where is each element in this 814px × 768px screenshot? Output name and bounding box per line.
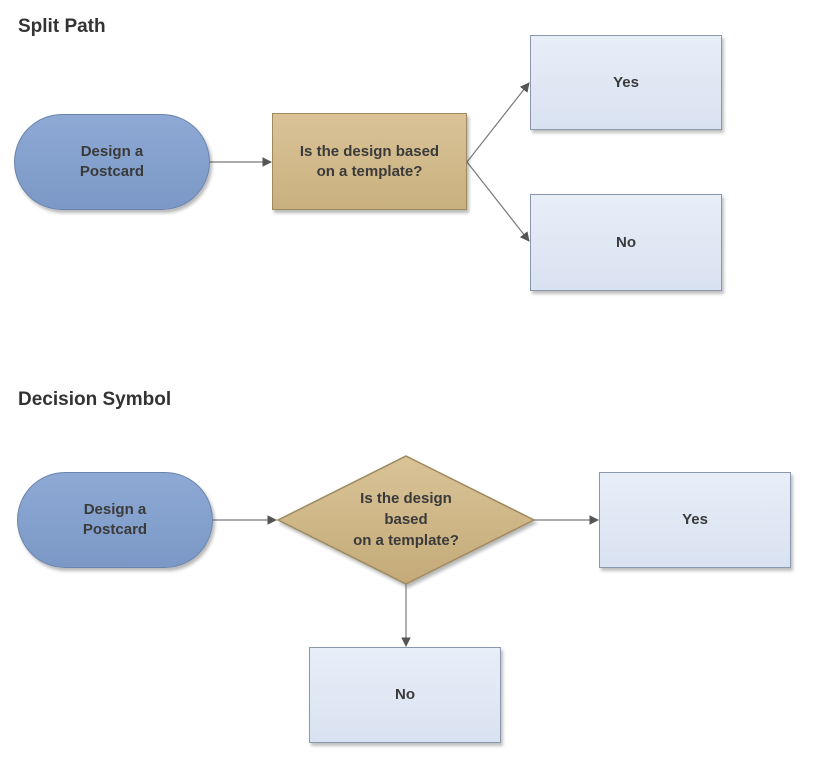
decision-symbol-title: Decision Symbol bbox=[18, 389, 172, 410]
decision-question-label: Is the design based on a template? bbox=[353, 490, 459, 549]
decision-start-label: Design a Postcard bbox=[82, 501, 148, 538]
split-question-label: Is the design based on a template? bbox=[299, 142, 440, 180]
split-no-node: No bbox=[530, 194, 722, 291]
split-no-label: No bbox=[616, 233, 636, 251]
decision-no-node: No bbox=[309, 647, 501, 743]
split-start-label: Design a Postcard bbox=[79, 143, 145, 180]
decision-no-label: No bbox=[395, 686, 415, 703]
split-yes-label: Yes bbox=[613, 73, 639, 91]
connector-question-to-no bbox=[466, 161, 530, 242]
split-question-node: Is the design based on a template? bbox=[272, 113, 467, 210]
split-start-node: Design a Postcard bbox=[14, 114, 210, 210]
decision-start-node: Design a Postcard bbox=[17, 472, 213, 568]
decision-yes-node: Yes bbox=[599, 472, 791, 568]
split-path-title: Split Path bbox=[18, 16, 106, 37]
decision-yes-label: Yes bbox=[682, 511, 708, 528]
split-yes-node: Yes bbox=[530, 35, 722, 130]
connector-question-to-yes bbox=[466, 82, 530, 163]
